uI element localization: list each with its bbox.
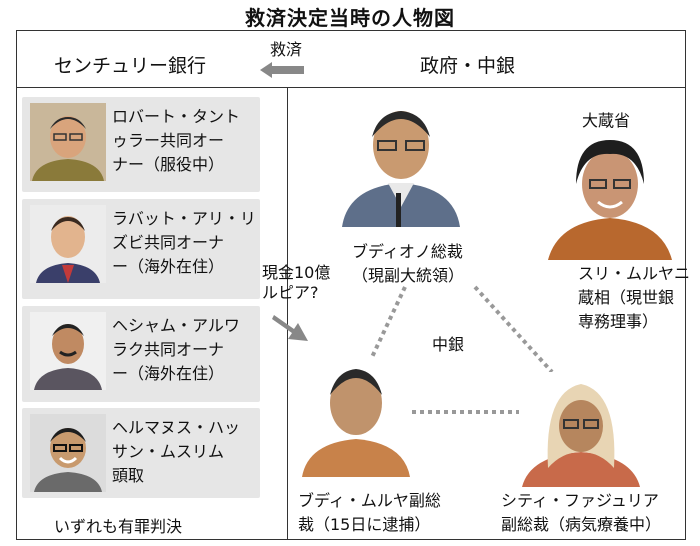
right-header: 政府・中銀 <box>420 55 516 77</box>
person-photo-icon <box>300 357 412 477</box>
person-photo-icon <box>338 97 465 227</box>
owner-name: ヘシャム・アルワ ラク共同オーナ ー（海外在住） <box>112 316 240 383</box>
owner-card-1: ロバート・タント ゥラー共同オー ナー（服役中） <box>22 97 260 192</box>
boediono-label: ブディオノ総裁 （現副大統領） <box>352 242 465 285</box>
person-photo-icon <box>30 414 106 492</box>
central-bank-label: 中銀 <box>432 335 465 354</box>
owner-name: ラバット・アリ・リ ズビ共同オーナ ー（海外在住） <box>112 209 256 276</box>
diagram-title: 救済決定当時の人物図 <box>245 6 455 30</box>
budi-label: ブディ・ムルヤ副総 裁（15日に逮捕） <box>298 491 441 534</box>
bailout-arrow-icon <box>260 62 304 78</box>
person-photo-icon <box>30 312 106 390</box>
money-arrow-icon <box>272 315 308 341</box>
siti-label: シティ・ファジュリア 副総裁（病気療養中） <box>501 491 662 534</box>
person-photo-icon <box>520 372 642 487</box>
verdict-note: いずれも有罪判決 <box>54 517 183 536</box>
owner-name: ヘルマヌス・ハッ サン・ムスリム 頭取 <box>112 418 241 485</box>
person-photo-icon <box>30 205 106 283</box>
money-label: 現金10億 ルピア? <box>262 263 331 302</box>
header-divider <box>16 87 686 88</box>
sri-label: スリ・ムルヤニ 蔵相（現世銀 専務理事） <box>578 264 691 331</box>
person-photo-icon <box>546 132 674 260</box>
owner-card-2: ラバット・アリ・リ ズビ共同オーナ ー（海外在住） <box>22 199 260 299</box>
link-boediono-siti <box>473 285 554 374</box>
column-divider <box>287 87 288 540</box>
owner-card-3: ヘシャム・アルワ ラク共同オーナ ー（海外在住） <box>22 306 260 402</box>
bailout-label: 救済 <box>270 40 303 59</box>
owner-name: ロバート・タント ゥラー共同オー ナー（服役中） <box>112 107 241 174</box>
person-photo-icon <box>30 103 106 181</box>
left-header: センチュリー銀行 <box>54 55 207 77</box>
mof-label: 大蔵省 <box>582 111 631 130</box>
diagram-frame <box>16 30 686 540</box>
owner-card-4: ヘルマヌス・ハッ サン・ムスリム 頭取 <box>22 408 260 498</box>
relationship-lines <box>363 285 554 414</box>
